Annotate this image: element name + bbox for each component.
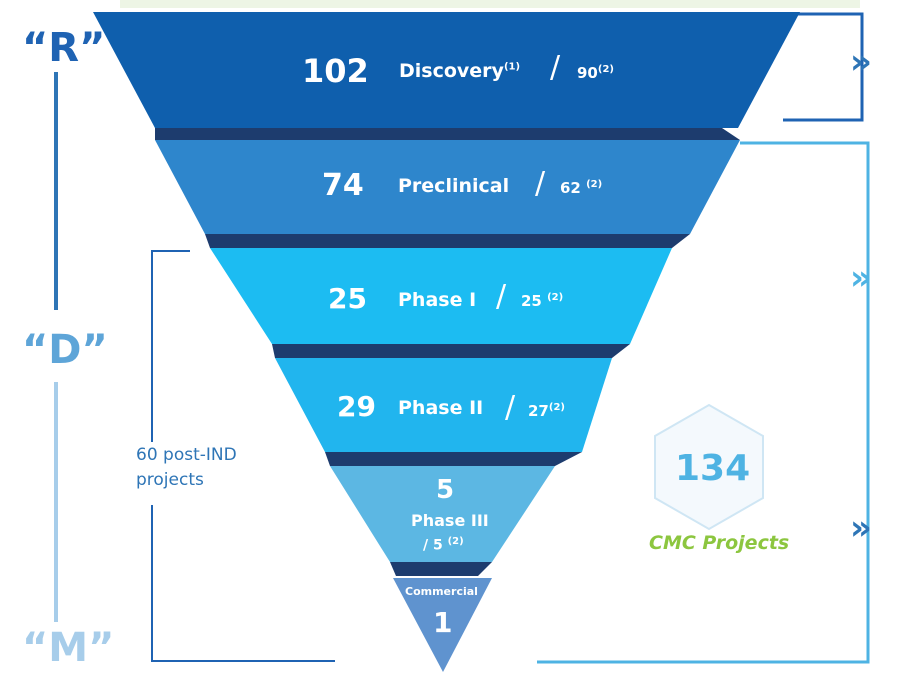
commercial-label: Commercial <box>405 585 478 598</box>
phase2-label: Phase II <box>398 397 484 419</box>
chevron-right-icon: » <box>850 258 872 298</box>
cmc-label: CMC Projects <box>649 532 790 554</box>
preclinical-slash: / <box>535 166 546 201</box>
phase1-slash: / <box>496 279 507 314</box>
cmc-bracket <box>537 141 870 664</box>
shadow-phase1 <box>272 344 630 358</box>
phase1-alt: 25 (2) <box>521 292 564 310</box>
band-preclinical <box>155 140 740 234</box>
discovery-count: 102 <box>302 52 369 90</box>
shadow-phase3 <box>390 562 492 576</box>
chevron-right-icon: » <box>850 508 872 548</box>
phase2-count: 29 <box>337 390 376 423</box>
preclinical-label: Preclinical <box>398 175 510 197</box>
stage-letter-m: “M” <box>22 625 115 671</box>
phase1-count: 25 <box>328 282 367 315</box>
band-phase1 <box>210 248 672 344</box>
shadow-phase2 <box>325 452 582 466</box>
post-ind-note-line2: projects <box>136 470 204 490</box>
cmc-hexagon <box>654 403 764 531</box>
phase3-label: Phase III <box>411 511 489 530</box>
discovery-alt: 90(2) <box>577 64 614 82</box>
phase2-alt: 27(2) <box>528 402 565 420</box>
post-ind-note: 60 post-IND projects <box>136 443 237 493</box>
band-phase2 <box>275 358 612 452</box>
phase1-label: Phase I <box>398 289 477 311</box>
phase3-alt: / 5 (2) <box>423 536 464 554</box>
discovery-slash: / <box>550 50 561 85</box>
shadow-discovery <box>155 128 740 140</box>
band-phase3 <box>330 466 555 562</box>
discovery-label: Discovery(1) <box>399 60 521 82</box>
preclinical-count: 74 <box>322 168 364 203</box>
stage-letter-d: “D” <box>22 327 108 373</box>
shadow-preclinical <box>205 234 690 248</box>
post-ind-note-line1: 60 post-IND <box>136 445 237 465</box>
preclinical-alt: 62 (2) <box>560 179 603 197</box>
discovery-bracket <box>780 12 864 122</box>
phase3-count: 5 <box>436 475 455 505</box>
commercial-count: 1 <box>433 606 453 639</box>
cmc-count: 134 <box>675 448 751 489</box>
stage-letter-r: “R” <box>22 25 106 71</box>
post-ind-bracket-top <box>151 250 190 442</box>
top-highlight <box>120 0 860 8</box>
band-commercial <box>393 578 492 672</box>
phase2-slash: / <box>505 390 516 425</box>
chevron-right-icon: » <box>850 42 872 82</box>
band-discovery <box>93 12 800 128</box>
post-ind-bracket-bottom <box>151 505 335 662</box>
